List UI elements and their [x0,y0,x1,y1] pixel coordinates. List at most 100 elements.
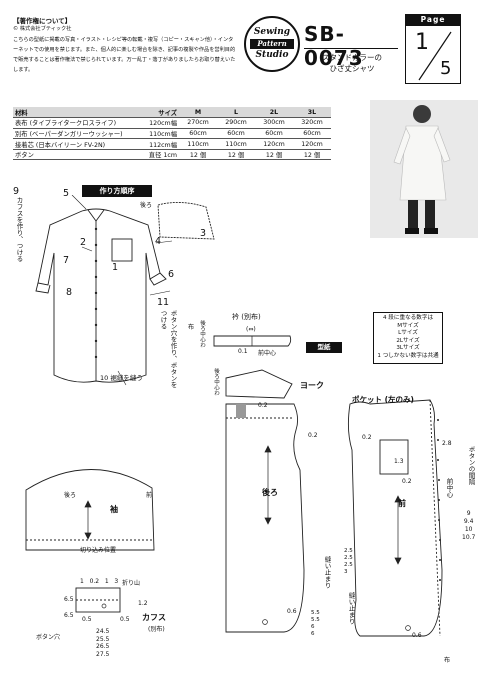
collar-back-center: 後ろ中心わ [199,320,205,348]
cuff-fold-label: 折り山 [122,580,141,587]
cuff-label: カフス [142,613,166,622]
materials-row: 別布 (ベーパーダンガリーウッシャー) 110cm幅 60cm 60cm 60c… [13,128,331,140]
copyright-publisher: © 株式会社ブティック社 [13,26,72,32]
cuff-length-sizes: 24.5 25.5 26.5 27.5 [96,628,110,658]
material-cell: 112cm幅 [127,138,179,150]
collar-label: 衿 (別布) [232,313,261,321]
code-divider [304,48,398,49]
material-cell: 12 個 [293,149,331,161]
back-view-label: 後ろ [140,202,153,209]
material-cell: 110cm [179,138,217,150]
step-9-note: カフスを作り、つける [15,197,23,262]
model-photo-illustration [370,100,478,238]
step-2-label: 2 [80,237,87,248]
material-cell: 60cm [217,128,255,140]
cuff-side-bottom: 6.5 [64,612,74,619]
back-hem-seam: 0.6 [287,608,297,615]
materials-table: 材料 サイズ M L 2L 3L 表布 (タイプライタークロスライフ) 120c… [13,107,331,161]
back-stitch-stop: 縫い止まり [323,556,331,589]
material-cell: 320cm [293,117,331,129]
materials-header: 2L [255,107,293,119]
material-cell: 290cm [217,117,255,129]
model-photo [370,100,478,238]
garment-title: スタンドカラーの ひざ丈シャツ [312,52,392,74]
yoke-back-center: 後ろ中心わ [213,368,219,396]
step-4-label: 4 [155,236,162,247]
pocket-seam: 0.2 [362,434,372,441]
brand-logo: Sewing Pattern Studio [244,16,300,72]
material-cell: 接着芯 (日本バイリーン FV-2N) [13,138,127,150]
sleeve-slit-label: 切り込み位置 [80,547,117,554]
front-cloth-mark: 布 [444,657,451,664]
materials-header: 材料 [13,107,127,119]
pocket-bottom-seam: 0.2 [402,478,412,485]
material-cell: 270cm [179,117,217,129]
materials-header: 3L [293,107,331,119]
material-cell: 別布 (ベーパーダンガリーウッシャー) [13,128,127,140]
materials-header-row: 材料 サイズ M L 2L 3L [13,107,331,119]
front-edge-seam: 2.8 [442,440,452,447]
material-cell: 12 個 [179,149,217,161]
page-number: 1 [415,30,429,55]
front-center-label: 前中心 [445,478,453,498]
cuff-seam: 0.5 [120,616,130,623]
material-cell: 110cm幅 [127,128,179,140]
logo-word-sewing: Sewing [253,27,291,37]
button-spacing-values: 9 9.4 10 10.7 [462,510,476,541]
front-piece-label: 前 [398,499,406,508]
pocket-dimension: 1.3 [394,458,404,465]
cuff-side-top: 6.5 [64,596,74,603]
pocket-label: ポケット (左のみ) [352,395,414,404]
collar-front-center: 前中心 [258,350,277,357]
material-cell: 60cm [293,128,331,140]
logo-word-pattern: Pattern [250,39,294,49]
button-hole-label: ボタン穴 [36,634,61,641]
step-11-note: ボタン穴を作り、ボタンをつける [159,310,177,388]
page-total: 5 [440,58,452,79]
material-cell: 直径 1cm [127,149,179,161]
cuff-seam-left: 0.5 [82,616,92,623]
material-cell: 120cm [293,138,331,150]
page-label: Page [405,14,461,26]
logo-word-studio: Studio [255,50,289,60]
material-cell: 110cm [217,138,255,150]
copyright-heading: 【著作権について】 [13,17,72,25]
materials-row: 接着芯 (日本バイリーン FV-2N) 112cm幅 110cm 110cm 1… [13,138,331,150]
back-seam: 0.2 [308,432,318,439]
copyright-notice: こちらの型紙に掲載の写真・イラスト・レシピ等の転載・複写（コピー・スキャン他）・… [13,37,236,73]
material-cell: 300cm [255,117,293,129]
sleeve-back-label: 後ろ [64,492,77,499]
cuff-fabric-note: (別布) [148,626,165,633]
sleeve-label: 袖 [110,505,118,514]
material-cell: 12 個 [217,149,255,161]
legend-line: Mサイズ [397,322,419,329]
materials-row: 表布 (タイプライタークロスライフ) 120cm幅 270cm 290cm 30… [13,117,331,129]
collar-seam: 0.1 [238,348,248,355]
material-cell: 60cm [255,128,293,140]
button-spacing-label: ボタンの間隔 [467,446,475,485]
pattern-section-title: 型紙 [306,342,342,353]
pattern-pieces-drawing [25,335,443,637]
yoke-label: ヨーク [300,381,324,390]
page-slash [418,31,452,81]
sewing-steps-title: 作り方順序 [82,185,152,197]
size-legend: 4 段に重なる数字は Mサイズ Lサイズ 2Lサイズ 3Lサイズ 1 つしかない… [373,312,443,364]
garment-title-line2: ひざ丈シャツ [329,64,375,73]
step-7-label: 7 [63,255,70,266]
legend-line: 2Lサイズ [396,337,420,344]
cloth-mark: 布 [188,324,195,331]
materials-header: M [179,107,217,119]
step-1-label: 1 [112,262,119,273]
back-hem-sizes: 5.5 5.5 6 6 [311,610,320,637]
material-cell: 120cm [255,138,293,150]
step-10-note: 10 裾縫を縫う [100,374,143,382]
back-piece-label: 後ろ [262,488,278,497]
step-8-label: 8 [66,287,73,298]
cuff-edge-seam: 1.2 [138,600,148,607]
cuff-top-measures: 1 0.2 1 3 [80,578,119,585]
front-stitch-stop: 縫い止まり [347,592,355,625]
step-3-label: 3 [200,228,207,239]
step-9-label: 9 [13,186,20,197]
yoke-seam: 0.2 [258,402,268,409]
materials-header: L [217,107,255,119]
